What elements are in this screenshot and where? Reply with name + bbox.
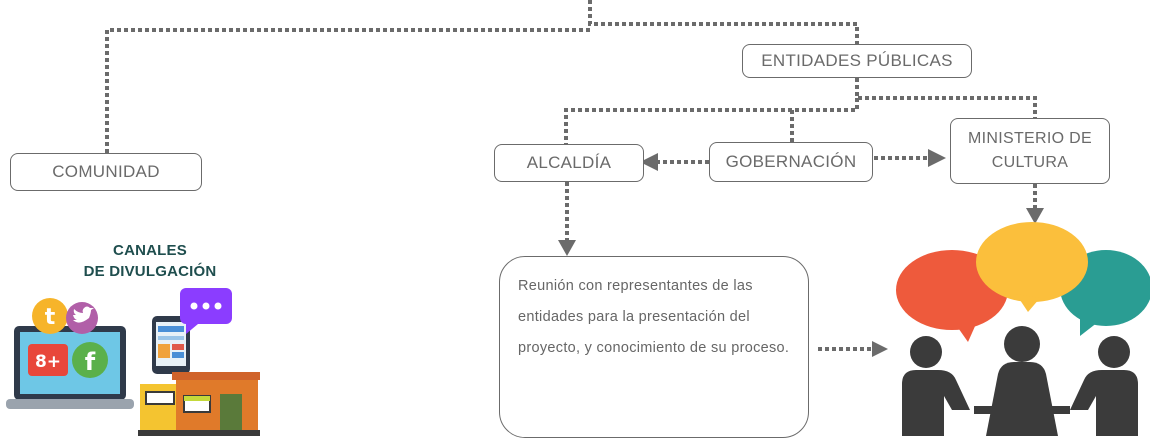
twitter-icon: t <box>32 298 68 334</box>
laptop-icon <box>6 326 134 409</box>
node-comunidad-label: COMUNIDAD <box>52 162 160 181</box>
canales-illustration: t 8+ f <box>6 288 260 436</box>
svg-text:8+: 8+ <box>35 352 61 372</box>
node-gobernacion: GOBERNACIÓN <box>709 142 873 182</box>
canales-line2: DE DIVULGACIÓN <box>83 263 217 280</box>
store-icon <box>138 372 260 436</box>
node-ministerio-line1: MINISTERIO DE <box>968 130 1092 147</box>
arrowhead-meeting <box>872 341 888 357</box>
connector-entidades-down <box>855 78 1037 118</box>
arrowhead-alcaldia <box>640 153 658 171</box>
connector-top-trunk <box>588 0 859 44</box>
arrowhead-ministerio <box>928 149 946 167</box>
people-icon <box>902 326 1138 436</box>
node-entidades-publicas: ENTIDADES PÚBLICAS <box>742 44 972 78</box>
tablet-icon <box>152 316 190 374</box>
node-ministerio-line2: CULTURA <box>991 154 1069 171</box>
node-alcaldia-label: ALCALDÍA <box>526 153 612 172</box>
meeting-icon <box>896 222 1150 436</box>
arrowhead-reunion <box>558 240 576 256</box>
node-ministerio-cultura: MINISTERIO DE CULTURA <box>950 118 1110 184</box>
connector-entidades-branch <box>564 98 859 144</box>
google-plus-icon: 8+ <box>28 344 68 376</box>
node-entidades-label: ENTIDADES PÚBLICAS <box>761 51 953 70</box>
canales-title: CANALES DE DIVULGACIÓN <box>60 240 240 282</box>
node-reunion: Reunión con representantes de las entida… <box>499 256 809 438</box>
node-comunidad: COMUNIDAD <box>10 153 202 191</box>
connector-comunidad <box>105 28 590 153</box>
node-reunion-text: Reunión con representantes de las entida… <box>518 278 790 356</box>
arrowhead-meeting-top <box>1026 208 1044 224</box>
speech-bubble-yellow <box>976 222 1088 312</box>
node-gobernacion-label: GOBERNACIÓN <box>725 152 857 171</box>
canales-line1: CANALES <box>113 242 187 259</box>
bird-icon <box>66 302 98 334</box>
facebook-icon: f <box>72 342 108 378</box>
svg-text:t: t <box>45 305 56 330</box>
svg-text:f: f <box>85 348 96 376</box>
chat-icon <box>180 288 232 334</box>
node-alcaldia: ALCALDÍA <box>494 144 644 182</box>
